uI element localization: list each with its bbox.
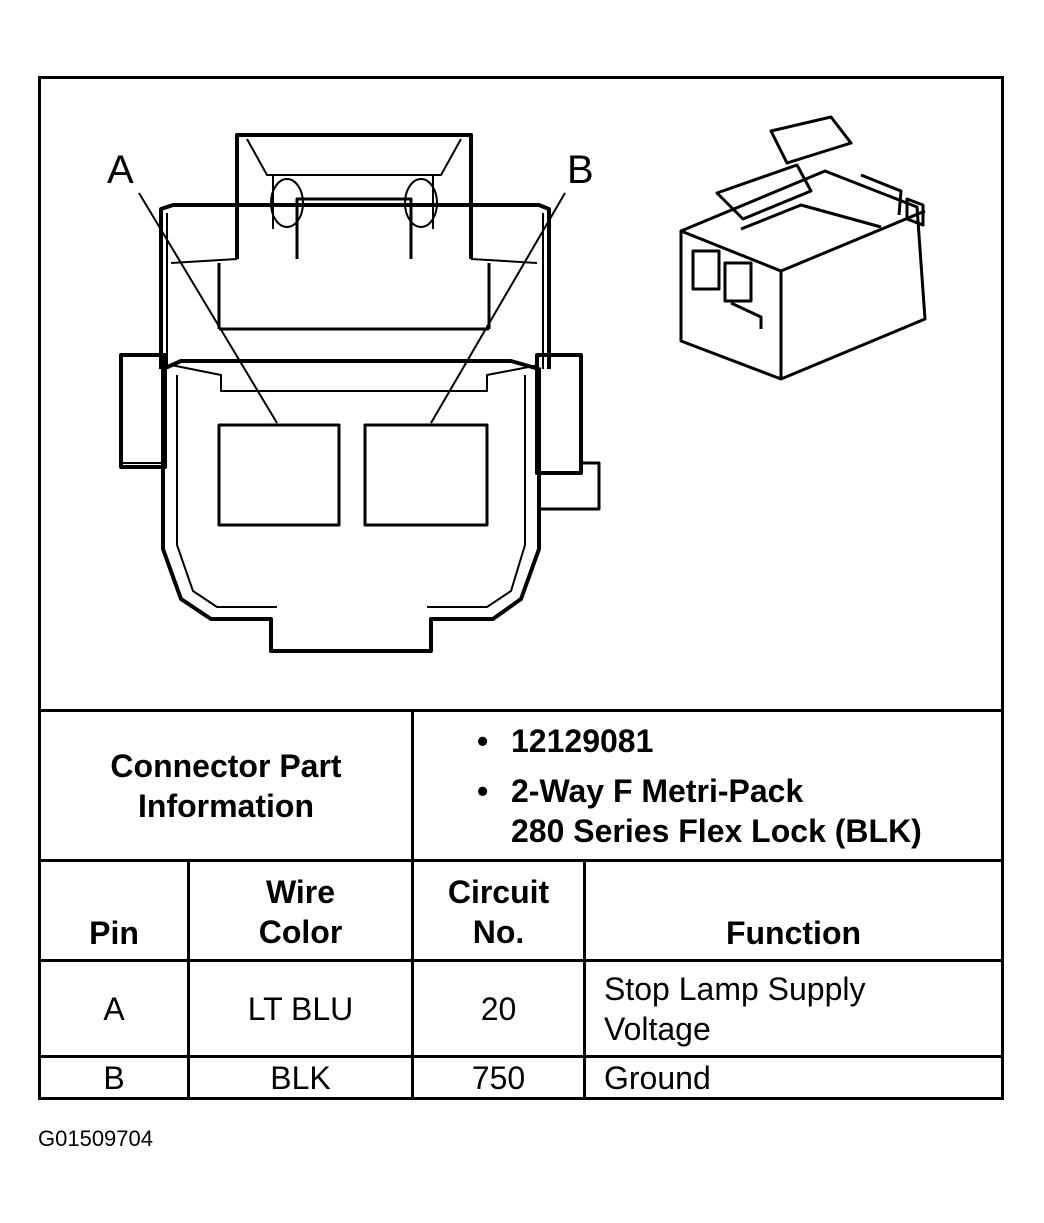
row-a-pin-text: A [103,990,125,1027]
header-wire-line1: Wire [265,873,336,910]
connector-type-line1: 2-Way F Metri-Pack [511,773,804,809]
leader-line-b [430,192,566,424]
connector-isometric-view [679,115,927,381]
pin-label-b: B [567,148,594,192]
part-info-label-line1: Connector Part [110,747,342,784]
rule-partinfo-bottom [41,859,1001,862]
header-circuit-line1: Circuit [447,873,550,910]
header-circuit-no: Circuit No. [414,862,583,959]
header-wire-color: Wire Color [190,862,411,959]
leader-line-a [138,192,278,424]
bullet-mark: • [477,723,489,759]
part-info-label-line2: Information [138,787,314,824]
row-b-pin: B [41,1058,187,1097]
connector-drawing: A B [107,115,927,653]
connector-figure-frame: A B Connector Part Information • 1212908… [38,76,1004,1100]
header-pin-text: Pin [89,915,139,951]
right-ear [535,353,583,475]
row-a-function: Stop Lamp Supply Voltage [586,962,1001,1055]
row-a-function-line1: Stop Lamp Supply [604,970,866,1007]
cavity-a [217,423,341,527]
row-a-wire: LT BLU [190,962,411,1055]
header-circuit-line2: No. [472,913,525,950]
row-b-circuit-text: 750 [471,1059,526,1096]
header-function: Function [586,862,1001,959]
connector-face-outline [161,359,541,653]
rule-partinfo-split [411,709,414,859]
part-number: 12129081 [511,723,654,759]
cavity-b [363,423,489,527]
part-number-bullet: • 12129081 [477,721,922,761]
row-b-pin-text: B [103,1059,125,1096]
rule-col-circuit [583,859,586,1097]
rule-col-pin [187,859,190,1097]
part-info-label: Connector Part Information [41,712,411,859]
row-b-function: Ground [586,1058,1001,1097]
row-a-pin: A [41,962,187,1055]
row-b-wire: BLK [190,1058,411,1097]
row-a-function-line2: Voltage [604,1010,711,1047]
row-a-circuit-text: 20 [480,990,517,1027]
rule-header-bottom [41,959,1001,962]
row-a-wire-text: LT BLU [247,990,354,1027]
latch-block [235,133,473,259]
row-b-wire-text: BLK [270,1059,331,1096]
rule-row-a-bottom [41,1055,1001,1058]
bullet-mark: • [477,773,489,809]
part-info-bullets: • 12129081 • 2-Way F Metri-Pack 280 Seri… [477,721,922,851]
connector-type-bullet: • 2-Way F Metri-Pack 280 Series Flex Loc… [477,771,922,851]
header-pin: Pin [41,862,187,959]
left-ear [119,353,167,469]
header-function-text: Function [725,915,862,951]
row-b-function-text: Ground [604,1059,711,1096]
header-wire-line2: Color [258,913,343,950]
row-b-circuit: 750 [414,1058,583,1097]
row-a-circuit: 20 [414,962,583,1055]
pin-label-a: A [107,148,134,192]
rule-drawing-bottom [41,709,1001,712]
rule-col-wire [411,859,414,1097]
upper-shroud [159,203,551,369]
connector-type-line2: 280 Series Flex Lock (BLK) [511,813,922,849]
figure-code: G01509704 [38,1126,153,1151]
